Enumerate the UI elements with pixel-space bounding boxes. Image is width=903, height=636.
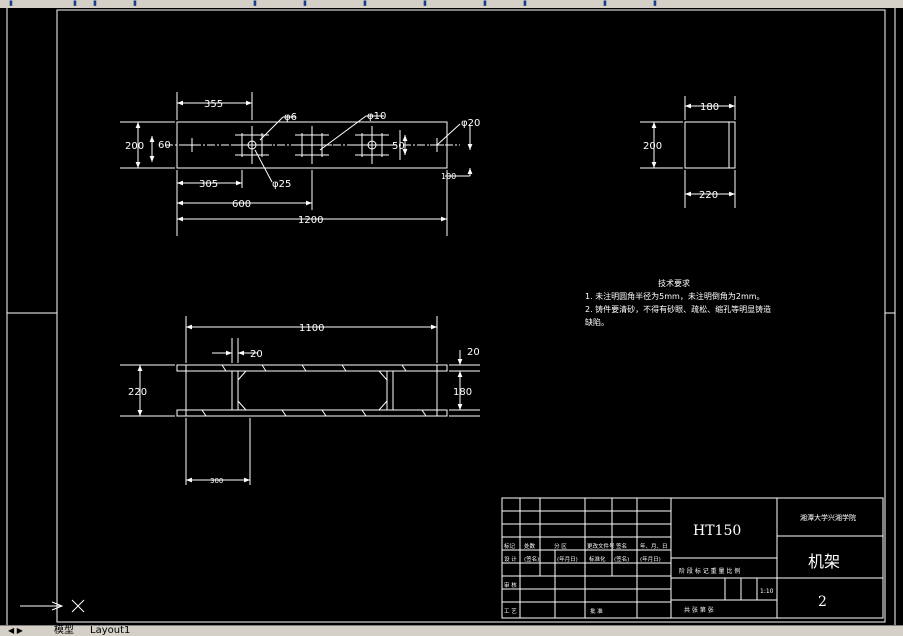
toolbar-icon[interactable]: ▮ — [423, 0, 427, 7]
drawing-number: 2 — [818, 594, 827, 610]
toolbar-icon[interactable]: ▮ — [603, 0, 607, 7]
shenhe-label: 审 核 — [504, 581, 517, 589]
dim-600: 600 — [232, 199, 251, 210]
hdr-fenqu: 分 区 — [554, 542, 567, 550]
ucs-icon — [20, 599, 85, 613]
design-sign2: (签名) — [614, 555, 629, 563]
toolbar-icon[interactable]: ▮ — [303, 0, 307, 7]
title-block — [501, 497, 884, 619]
dim-20-right: 20 — [467, 347, 480, 358]
design-date1: (年月日) — [557, 555, 578, 563]
dim-60: 60 — [158, 140, 171, 151]
callout-phi20: φ20 — [461, 118, 480, 129]
toolbar-icon[interactable]: ▮ — [253, 0, 257, 7]
callout-phi10: φ10 — [367, 111, 386, 122]
hdr-date: 年、月、日 — [640, 542, 668, 550]
dim-100: 100 — [441, 172, 456, 181]
toolbar-icon[interactable]: ▮ — [9, 0, 13, 7]
drawing-canvas[interactable]: 355 200 60 305 600 1200 50 100 φ6 φ10 φ2… — [0, 8, 903, 625]
dim-1100: 1100 — [299, 323, 324, 334]
dim-200-side: 200 — [643, 141, 662, 152]
dim-220-front: 220 — [128, 387, 147, 398]
dim-355: 355 — [204, 99, 223, 110]
material-label: HT150 — [693, 523, 741, 539]
design-std: 标准化 — [589, 555, 606, 563]
dim-180-side: 180 — [700, 102, 719, 113]
layout-tabs-bar: ◀ ▶ 模型 Layout1 — [0, 625, 903, 636]
front-view-beam — [176, 364, 448, 417]
dim-180-front: 180 — [453, 387, 472, 398]
tab-layout1[interactable]: Layout1 — [90, 625, 131, 636]
tech-req-line1: 1. 未注明圆角半径为5mm，未注明倒角为2mm。 — [585, 291, 765, 301]
tech-req-title: 技术要求 — [658, 278, 690, 288]
hdr-qianming: 签名 — [616, 542, 627, 550]
dim-1200: 1200 — [298, 215, 323, 226]
tech-req-line3: 缺陷。 — [585, 317, 609, 327]
sheet-labels: 共 张 第 张 — [684, 606, 714, 614]
dim-305: 305 — [199, 179, 218, 190]
dim-20-left: 20 — [250, 349, 263, 360]
school-name: 湘潭大学兴湘学院 — [800, 513, 856, 522]
toolbar-icon[interactable]: ▮ — [73, 0, 77, 7]
toolbar-icon[interactable]: ▮ — [653, 0, 657, 7]
dim-220-side: 220 — [699, 190, 718, 201]
toolbar-icon[interactable]: ▮ — [483, 0, 487, 7]
dim-200-top: 200 — [125, 141, 144, 152]
design-sign1: (签名) — [524, 555, 539, 563]
part-name: 机架 — [808, 552, 840, 571]
inner-frame — [56, 9, 886, 623]
toolbar: ▮ ▮ ▮ ▮ ▮ ▮ ▮ ▮ ▮ ▮ ▮ ▮ — [0, 0, 903, 8]
stage-labels: 阶 段 标 记 重 量 比 例 — [679, 567, 740, 575]
tab-model[interactable]: 模型 — [54, 625, 74, 636]
tech-req-line2: 2. 铸件要清砂，不得有砂眼、疏松、缩孔等明显铸造 — [585, 304, 771, 314]
pizhun-label: 批 准 — [590, 607, 603, 615]
hole-crosses — [185, 126, 444, 164]
toolbar-icon[interactable]: ▮ — [133, 0, 137, 7]
design-date2: (年月日) — [640, 555, 661, 563]
dim-300: 300 — [210, 477, 223, 485]
toolbar-icon[interactable]: ▮ — [93, 0, 97, 7]
hdr-genggai: 更改文件号 — [587, 542, 615, 550]
callout-phi6: φ6 — [284, 112, 297, 123]
toolbar-icon[interactable]: ▮ — [363, 0, 367, 7]
callout-phi25: φ25 — [272, 179, 291, 190]
side-view-block — [684, 121, 736, 169]
scale-value: 1:10 — [760, 588, 774, 595]
tab-nav-arrows[interactable]: ◀ ▶ — [8, 626, 23, 635]
gongyi-label: 工 艺 — [504, 608, 517, 615]
toolbar-icon[interactable]: ▮ — [523, 0, 527, 7]
design-sheji: 设 计 — [504, 555, 517, 563]
hdr-chushu: 处数 — [524, 542, 536, 550]
dim-50: 50 — [392, 141, 405, 152]
hdr-biaoji: 标记 — [504, 542, 516, 550]
